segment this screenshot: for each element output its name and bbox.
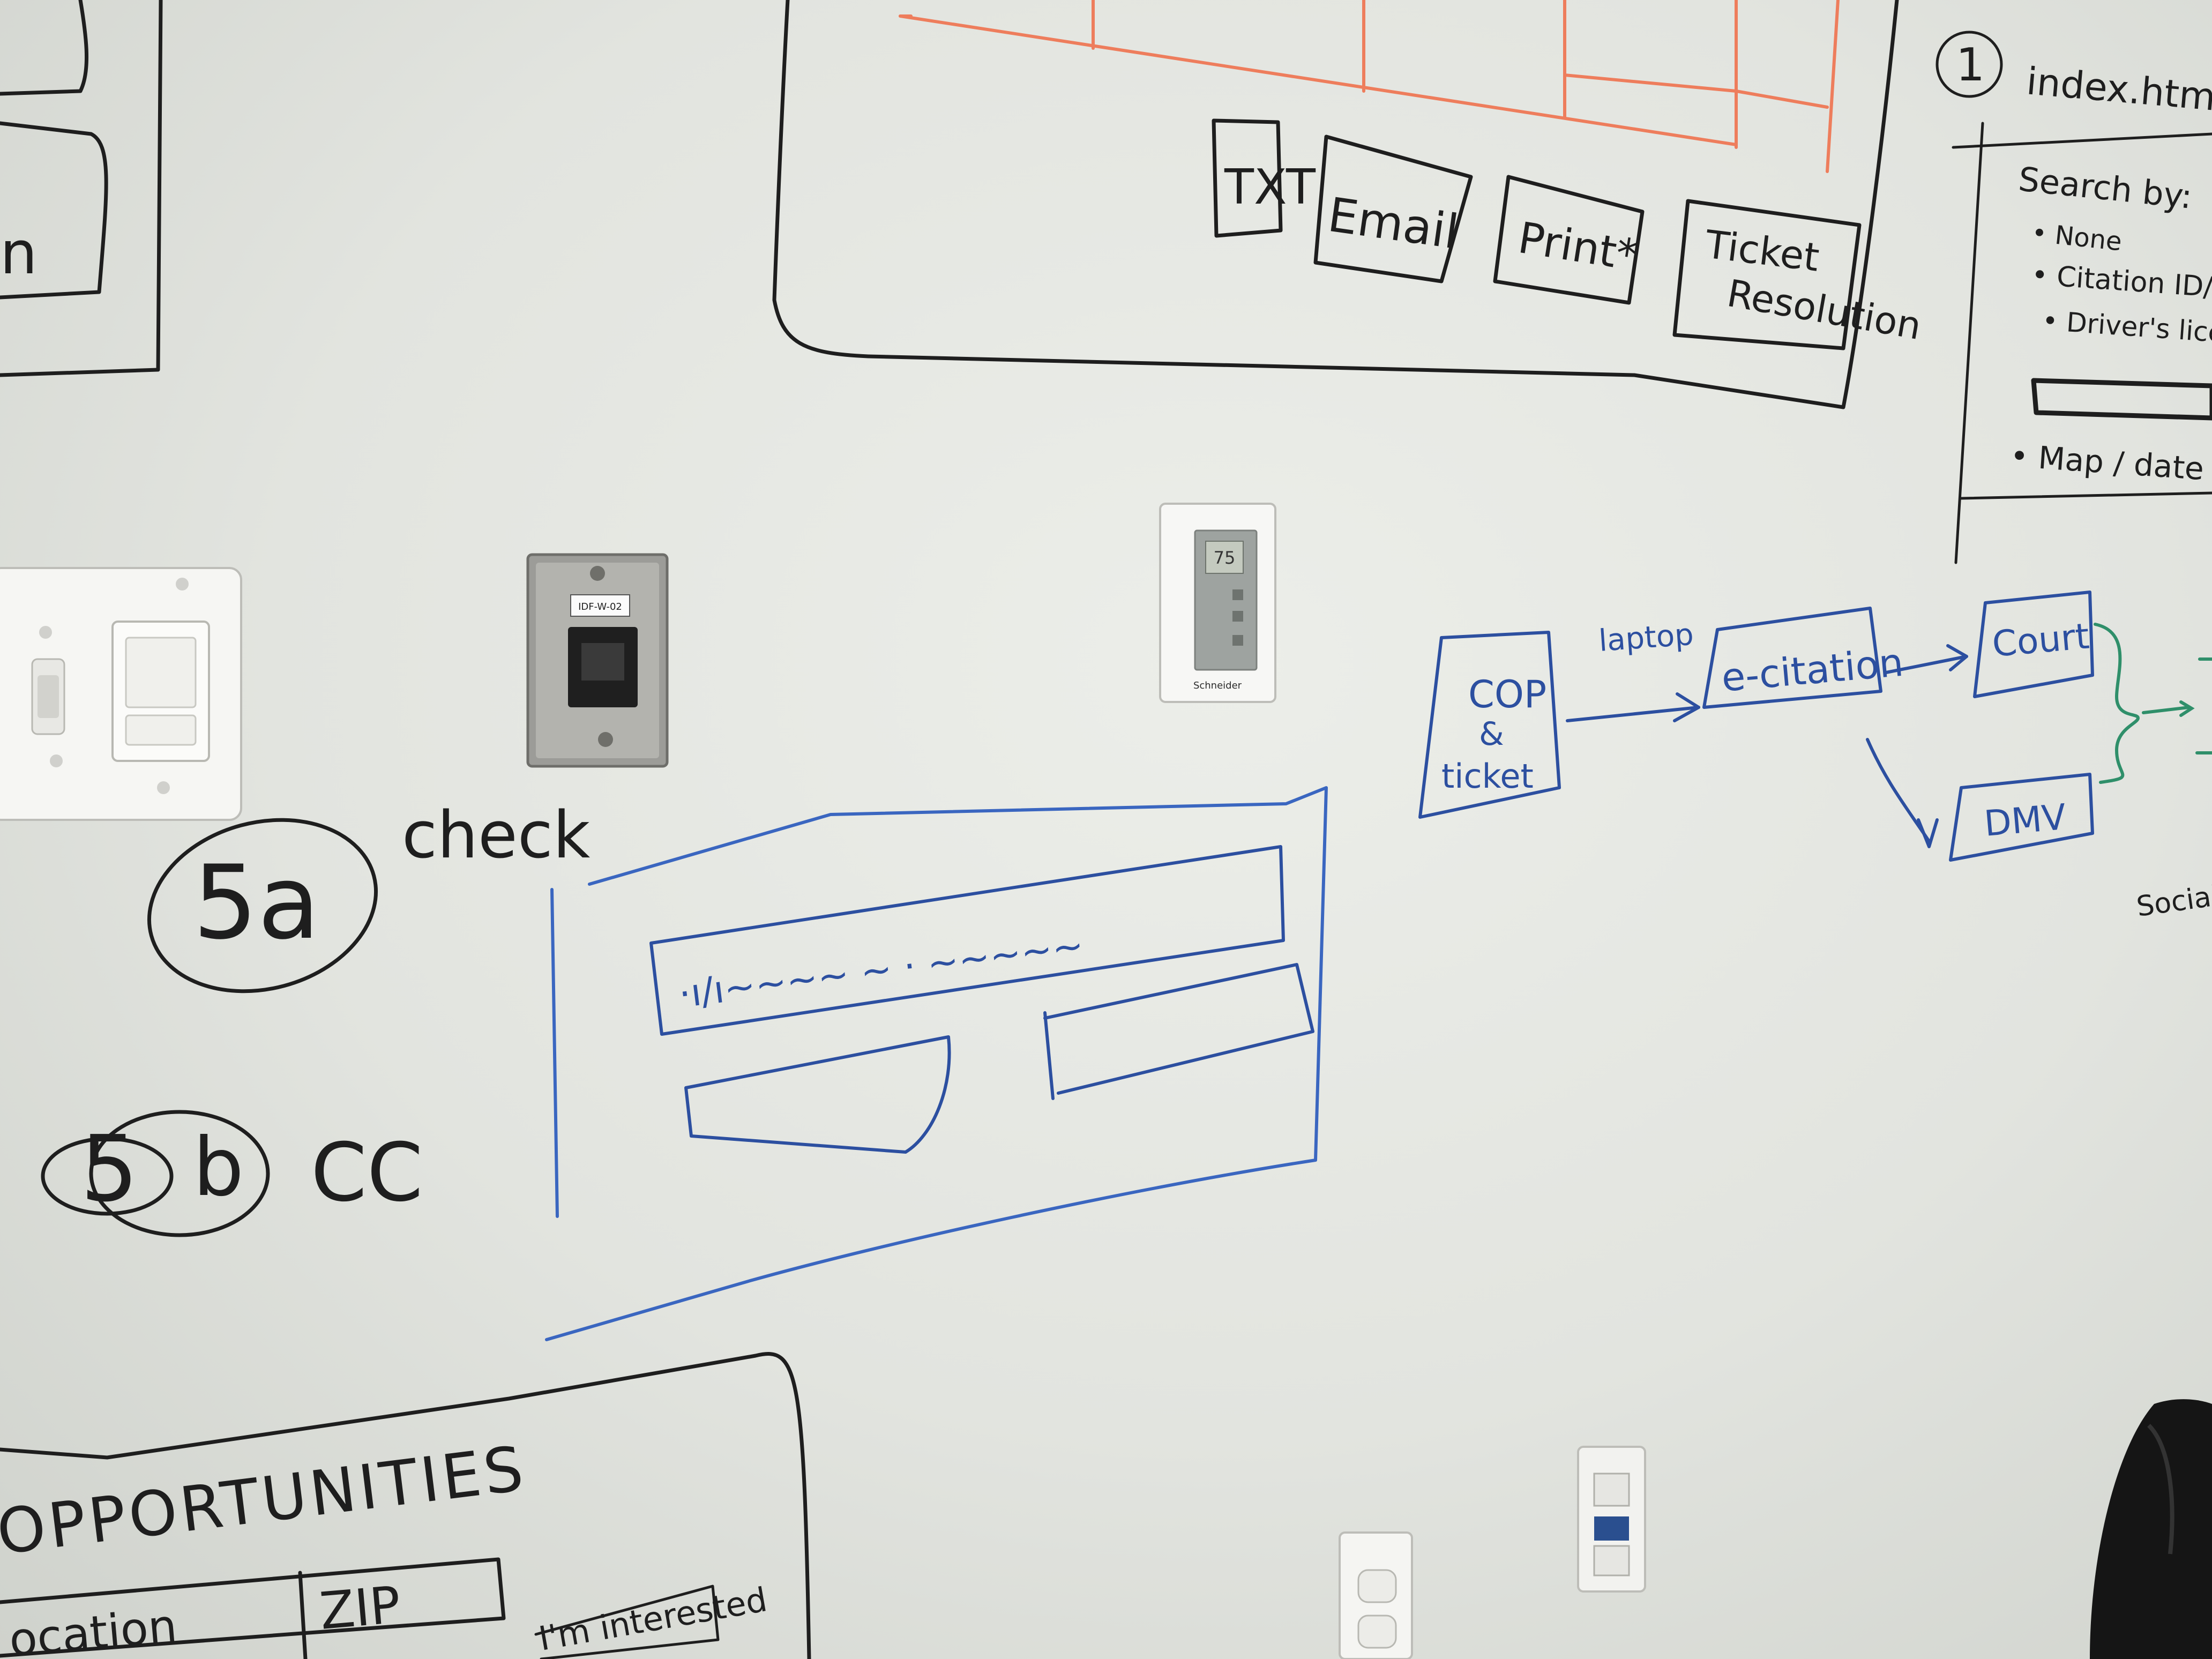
power-outlet — [1339, 1531, 1413, 1659]
laptop-label: laptop — [1597, 617, 1694, 659]
amp-label: & — [1479, 715, 1504, 753]
print-button: Print* — [1493, 175, 1645, 305]
print-button-label: Print* — [1515, 213, 1641, 281]
backpack — [2090, 1399, 2212, 1659]
option-none: • None — [2030, 218, 2124, 257]
partial-word: n — [0, 219, 38, 287]
thermostat-reading: 75 — [1214, 548, 1236, 568]
top-mockup: TXT Email Print* Ticket Resolution — [772, 0, 1924, 409]
option-map-date: • Map / date — [2009, 437, 2205, 487]
location-column: ocation — [7, 1600, 179, 1659]
step-5a-note: check — [402, 798, 591, 873]
court-label: Court — [1991, 615, 2091, 665]
ticket-label: ticket — [1441, 757, 1534, 796]
flow-diagram: COP & ticket laptop e-citation Court DMV… — [1418, 591, 2212, 923]
opportunities-panel: OPPORTUNITIES ocation ZIP I'm interested — [0, 1352, 811, 1659]
txt-button-label: TXT — [1224, 159, 1316, 215]
wall-plate-label: IDF-W-02 — [578, 601, 622, 612]
email-button-label: Email — [1325, 187, 1462, 260]
thermostat: 75 Schneider — [1159, 503, 1276, 703]
step-5b-note: CC — [311, 1126, 423, 1220]
step-5b-letter: b — [193, 1121, 244, 1214]
ticket-label: Ticket — [1702, 221, 1822, 280]
step-5b-number: 5 — [80, 1116, 138, 1222]
email-button: Email — [1313, 134, 1473, 283]
top-left-sketch: n — [0, 0, 163, 377]
step-number: 1 — [1956, 39, 1985, 92]
ticket-resolution-button: Ticket Resolution — [1672, 199, 1924, 350]
network-wall-plate: IDF-W-02 — [526, 553, 669, 768]
center-wireframe: ·ı/ı~~~~ ~ · ~~~~~ — [545, 786, 1328, 1341]
cop-label: COP — [1468, 672, 1546, 716]
option-citation: • Citation ID/ Ticket — [2030, 259, 2212, 310]
search-by-label: Search by: — [2016, 159, 2194, 216]
step-5a-label: 5a — [193, 843, 320, 962]
index-filename: index.htm — [2025, 59, 2212, 119]
opportunities-title: OPPORTUNITIES — [0, 1433, 530, 1569]
light-switch-plate — [0, 567, 242, 821]
option-license: • Driver's license # — [2041, 305, 2212, 354]
index-panel: 1 index.htm Search by: • None • Citation… — [1935, 31, 2212, 564]
txt-button: TXT — [1212, 118, 1316, 238]
step-5a: 5a check — [147, 798, 591, 993]
thermostat-brand: Schneider — [1193, 680, 1242, 691]
orange-table — [899, 0, 1840, 173]
data-outlet — [1577, 1446, 1646, 1593]
resolution-label: Resolution — [1724, 271, 1924, 348]
dmv-label: DMV — [1983, 796, 2068, 845]
social-label: Social — [2134, 880, 2212, 923]
step-5b: 5 b CC — [41, 1110, 423, 1237]
zip-column: ZIP — [317, 1575, 402, 1641]
